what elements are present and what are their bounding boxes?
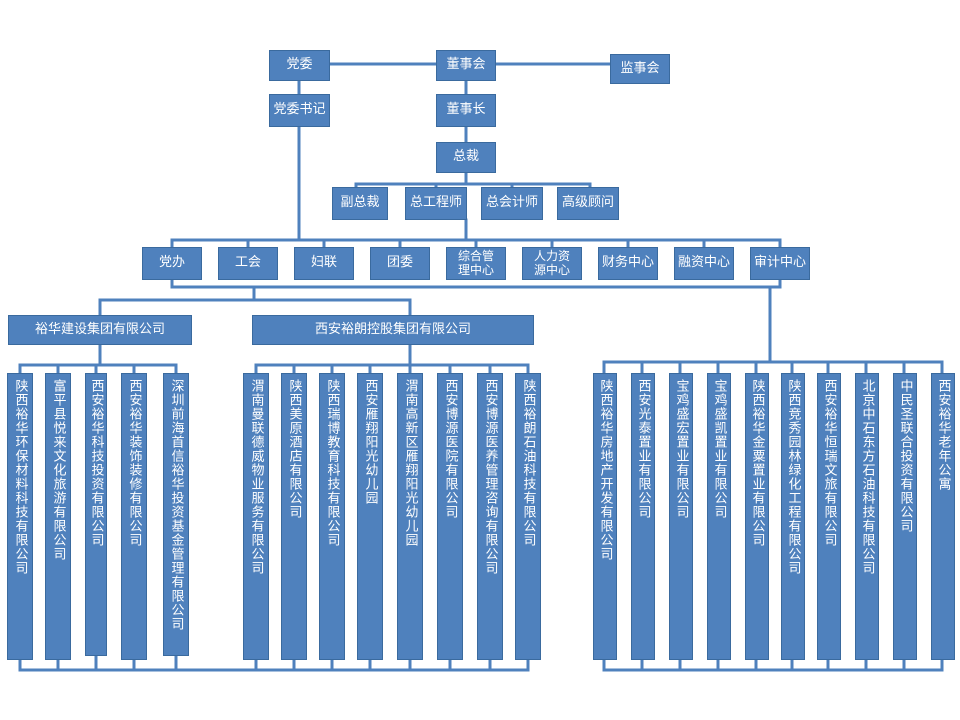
yulang-company-box: 渭南曼联德威物业服务有限公司: [243, 373, 269, 660]
company-label: 陕西裕华环保材料科技有限公司: [12, 379, 28, 575]
chairman-box: 董事长: [436, 94, 496, 127]
yulang-company-box: 西安雁翔阳光幼儿园: [357, 373, 383, 660]
party-secretary-box: 党委书记: [269, 94, 330, 127]
company-label: 西安裕华装饰装修有限公司: [126, 379, 142, 547]
center-womens-federation: 妇联: [294, 247, 354, 280]
direct-company-box: 陕西竞秀园林绿化工程有限公司: [781, 373, 805, 660]
company-label: 西安光泰置业有限公司: [635, 379, 651, 519]
senior-advisor-box: 高级顾问: [557, 187, 619, 220]
direct-company-box: 陕西裕华金粟置业有限公司: [745, 373, 769, 660]
yulang-company-box: 西安博源医院有限公司: [437, 373, 463, 660]
yulang-company-box: 渭南高新区雁翔阳光幼儿园: [397, 373, 423, 660]
company-label: 深圳前海首信裕华投资基金管理有限公司: [168, 379, 184, 631]
chief-engineer-box: 总工程师: [405, 187, 467, 220]
direct-company-box: 北京中石东方石油科技有限公司: [855, 373, 879, 660]
company-label: 渭南高新区雁翔阳光幼儿园: [402, 379, 418, 547]
board-box: 董事会: [436, 50, 496, 81]
center-financing: 融资中心: [674, 247, 734, 280]
company-label: 陕西美原酒店有限公司: [286, 379, 302, 519]
center-audit: 审计中心: [750, 247, 810, 280]
company-label: 北京中石东方石油科技有限公司: [859, 379, 875, 575]
center-union: 工会: [218, 247, 278, 280]
xian-yulang-group-box: 西安裕朗控股集团有限公司: [252, 315, 534, 345]
construction-company-box: 深圳前海首信裕华投资基金管理有限公司: [163, 373, 189, 656]
center-finance: 财务中心: [598, 247, 658, 280]
construction-company-box: 陕西裕华环保材料科技有限公司: [7, 373, 33, 660]
direct-company-box: 宝鸡盛凯置业有限公司: [707, 373, 731, 660]
center-general-management: 综合管理中心: [446, 247, 506, 280]
company-label: 宝鸡盛凯置业有限公司: [711, 379, 727, 519]
direct-company-box: 陕西裕华房地产开发有限公司: [593, 373, 617, 660]
center-party-office: 党办: [142, 247, 202, 280]
construction-group-box: 裕华建设集团有限公司: [8, 315, 192, 345]
company-label: 渭南曼联德威物业服务有限公司: [248, 379, 264, 575]
direct-company-box: 宝鸡盛宏置业有限公司: [669, 373, 693, 660]
company-label: 陕西瑞博教育科技有限公司: [324, 379, 340, 547]
company-label: 陕西竞秀园林绿化工程有限公司: [785, 379, 801, 575]
direct-company-box: 西安裕华恒瑞文旅有限公司: [817, 373, 841, 660]
company-label: 宝鸡盛宏置业有限公司: [673, 379, 689, 519]
company-label: 西安裕华恒瑞文旅有限公司: [821, 379, 837, 547]
supervisory-board-box: 监事会: [610, 54, 670, 84]
direct-company-box: 西安光泰置业有限公司: [631, 373, 655, 660]
direct-company-box: 西安裕华老年公寓: [931, 373, 955, 660]
party-committee-box: 党委: [269, 50, 330, 81]
company-label: 西安博源医院有限公司: [442, 379, 458, 519]
company-label: 西安裕华老年公寓: [935, 379, 951, 491]
chief-accountant-box: 总会计师: [481, 187, 543, 220]
construction-company-box: 西安裕华科技投资有限公司: [85, 373, 107, 656]
company-label: 西安雁翔阳光幼儿园: [362, 379, 378, 505]
yulang-company-box: 陕西瑞博教育科技有限公司: [319, 373, 345, 660]
yulang-company-box: 陕西美原酒店有限公司: [281, 373, 307, 660]
president-box: 总裁: [436, 142, 496, 173]
yulang-company-box: 西安博源医养管理咨询有限公司: [477, 373, 503, 660]
center-youth-league: 团委: [370, 247, 430, 280]
yulang-company-box: 陕西裕朗石油科技有限公司: [515, 373, 541, 660]
vice-president-box: 副总裁: [332, 187, 388, 220]
company-label: 富平县悦来文化旅游有限公司: [50, 379, 66, 561]
company-label: 中民圣联合投资有限公司: [897, 379, 913, 533]
company-label: 陕西裕朗石油科技有限公司: [520, 379, 536, 547]
company-label: 陕西裕华金粟置业有限公司: [749, 379, 765, 547]
company-label: 西安博源医养管理咨询有限公司: [482, 379, 498, 575]
direct-company-box: 中民圣联合投资有限公司: [893, 373, 917, 660]
construction-company-box: 富平县悦来文化旅游有限公司: [45, 373, 71, 660]
company-label: 西安裕华科技投资有限公司: [88, 379, 104, 547]
construction-company-box: 西安裕华装饰装修有限公司: [121, 373, 147, 660]
center-human-resources: 人力资源中心: [522, 247, 582, 280]
company-label: 陕西裕华房地产开发有限公司: [597, 379, 613, 561]
